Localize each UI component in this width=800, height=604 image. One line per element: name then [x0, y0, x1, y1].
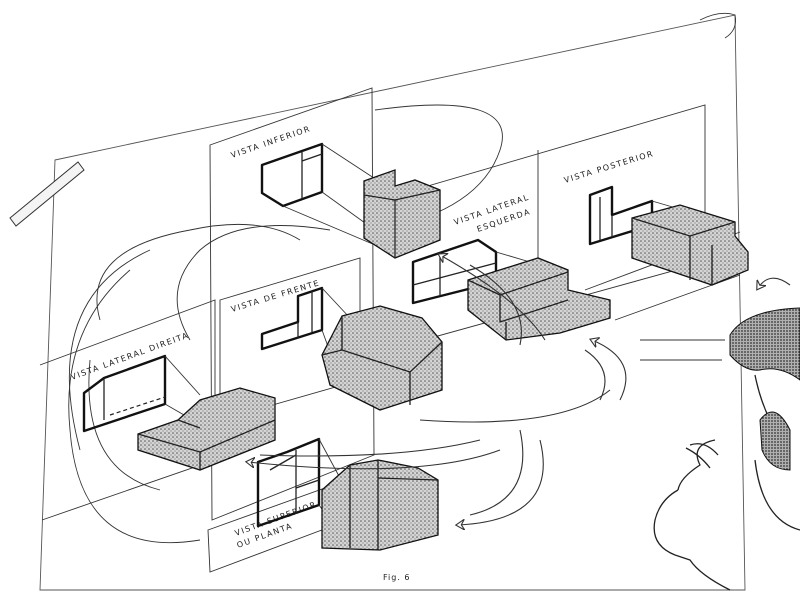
solid-superior — [321, 459, 439, 551]
label-posterior: VISTA POSTERIOR — [563, 149, 655, 185]
solid-lateral-direita — [137, 387, 276, 471]
paper-sheet — [39, 14, 746, 591]
observation-arrows — [248, 255, 791, 525]
solid-frente — [321, 305, 443, 411]
superior-view-outline — [256, 437, 321, 528]
tape-strip — [9, 161, 85, 227]
curved-guide-lines — [68, 104, 503, 544]
label-inferior: VISTA INFERIOR — [230, 124, 312, 160]
observer-face — [653, 307, 800, 591]
paper-curl-top-right — [699, 12, 736, 39]
solid-posterior — [631, 204, 749, 286]
label-lateral-direita: VISTA LATERAL DIREITA — [70, 331, 191, 382]
figure-caption: Fig. 6 — [383, 573, 411, 582]
lateral-direita-view-outline — [82, 354, 167, 433]
solid-inferior — [363, 169, 441, 259]
solid-lateral-esquerda — [467, 257, 611, 341]
inferior-view-outline — [260, 142, 324, 208]
lateral-esquerda-view-outline — [411, 238, 498, 305]
